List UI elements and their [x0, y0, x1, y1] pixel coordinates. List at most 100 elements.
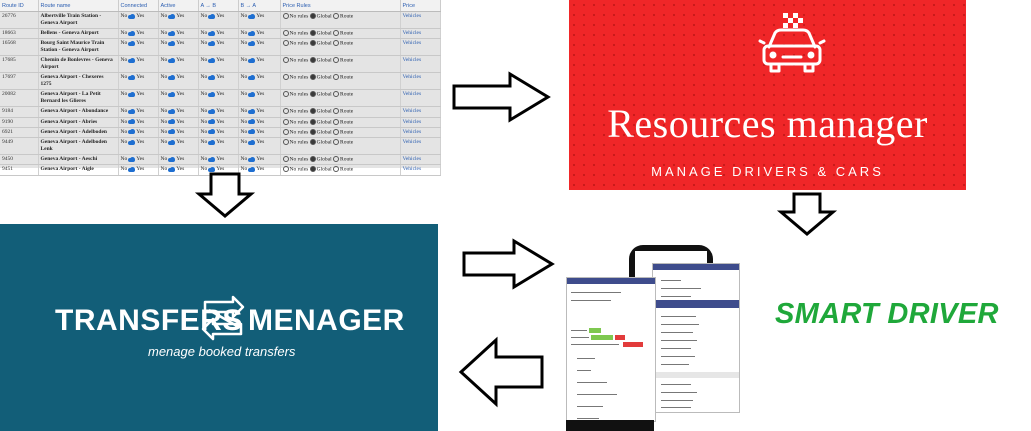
- radio-no-rules[interactable]: [282, 74, 289, 81]
- radio-no-rules[interactable]: [282, 91, 289, 98]
- price-link[interactable]: Vehicles: [400, 89, 441, 108]
- price-link[interactable]: Vehicles: [400, 127, 441, 139]
- toggle-switch[interactable]: [248, 91, 256, 97]
- radio-route[interactable]: [333, 13, 340, 19]
- toggle-switch[interactable]: [128, 40, 136, 46]
- radio-global[interactable]: [309, 108, 316, 115]
- price-link[interactable]: Vehicles: [400, 11, 441, 29]
- toggle-switch[interactable]: [208, 166, 216, 172]
- radio-global[interactable]: [309, 128, 316, 135]
- price-link[interactable]: Vehicles: [400, 137, 441, 156]
- radio-route[interactable]: [333, 118, 340, 125]
- price-link[interactable]: Vehicles: [400, 164, 441, 176]
- radio-route[interactable]: [333, 91, 340, 98]
- toggle-switch[interactable]: [248, 166, 256, 172]
- toggle-switch[interactable]: [208, 139, 216, 145]
- toggle-switch[interactable]: [128, 30, 136, 36]
- radio-global[interactable]: [309, 156, 316, 163]
- toggle-switch[interactable]: [248, 119, 256, 125]
- toggle-switch[interactable]: [248, 129, 256, 135]
- radio-route[interactable]: [333, 74, 340, 81]
- toggle-switch[interactable]: [128, 108, 136, 114]
- radio-route[interactable]: [333, 108, 340, 115]
- toggle-switch[interactable]: [128, 74, 136, 80]
- radio-no-rules[interactable]: [282, 30, 289, 36]
- radio-no-rules[interactable]: [282, 139, 289, 146]
- toggle-switch[interactable]: [128, 156, 136, 162]
- toggle-switch[interactable]: [168, 57, 176, 63]
- radio-global[interactable]: [309, 139, 316, 146]
- toggle-switch[interactable]: [248, 57, 256, 63]
- toggle-switch[interactable]: [168, 156, 176, 162]
- radio-global[interactable]: [309, 166, 316, 173]
- toggle-switch[interactable]: [168, 108, 176, 114]
- radio-no-rules[interactable]: [282, 40, 289, 47]
- radio-route[interactable]: [333, 166, 340, 173]
- toggle-switch[interactable]: [208, 74, 216, 80]
- toggle-switch[interactable]: [248, 108, 256, 114]
- toggle-switch[interactable]: [248, 40, 256, 46]
- toggle-switch[interactable]: [168, 40, 176, 46]
- radio-global[interactable]: [309, 30, 316, 36]
- radio-no-rules[interactable]: [282, 108, 289, 115]
- toggle-switch[interactable]: [248, 139, 256, 145]
- toggle-switch[interactable]: [208, 57, 216, 63]
- toggle-switch[interactable]: [208, 40, 216, 46]
- toggle-switch[interactable]: [128, 166, 136, 172]
- toggle-switch[interactable]: [128, 91, 136, 97]
- toggle-switch[interactable]: [128, 129, 136, 135]
- toggle-switch[interactable]: [208, 30, 216, 36]
- price-link[interactable]: Vehicles: [400, 55, 441, 74]
- toggle-switch[interactable]: [168, 119, 176, 125]
- price-link[interactable]: Vehicles: [400, 106, 441, 118]
- radio-route[interactable]: [333, 128, 340, 135]
- radio-route[interactable]: [333, 156, 340, 163]
- toggle-switch[interactable]: [128, 119, 136, 125]
- toggle-switch[interactable]: [208, 91, 216, 97]
- toggle-switch[interactable]: [248, 74, 256, 80]
- radio-no-rules[interactable]: [282, 57, 289, 64]
- radio-no-rules[interactable]: [282, 156, 289, 163]
- radio-global[interactable]: [309, 13, 316, 19]
- toggle-switch[interactable]: [208, 108, 216, 114]
- toggle-switch[interactable]: [128, 13, 136, 19]
- radio-no-rules[interactable]: [282, 128, 289, 135]
- toggle-switch[interactable]: [208, 13, 216, 19]
- radio-global[interactable]: [309, 40, 316, 47]
- radio-route[interactable]: [333, 57, 340, 64]
- toggle-switch[interactable]: [168, 74, 176, 80]
- toggle-switch[interactable]: [208, 119, 216, 125]
- radio-global[interactable]: [309, 118, 316, 125]
- radio-no-rules[interactable]: [282, 13, 289, 19]
- radio-no-rules[interactable]: [282, 166, 289, 173]
